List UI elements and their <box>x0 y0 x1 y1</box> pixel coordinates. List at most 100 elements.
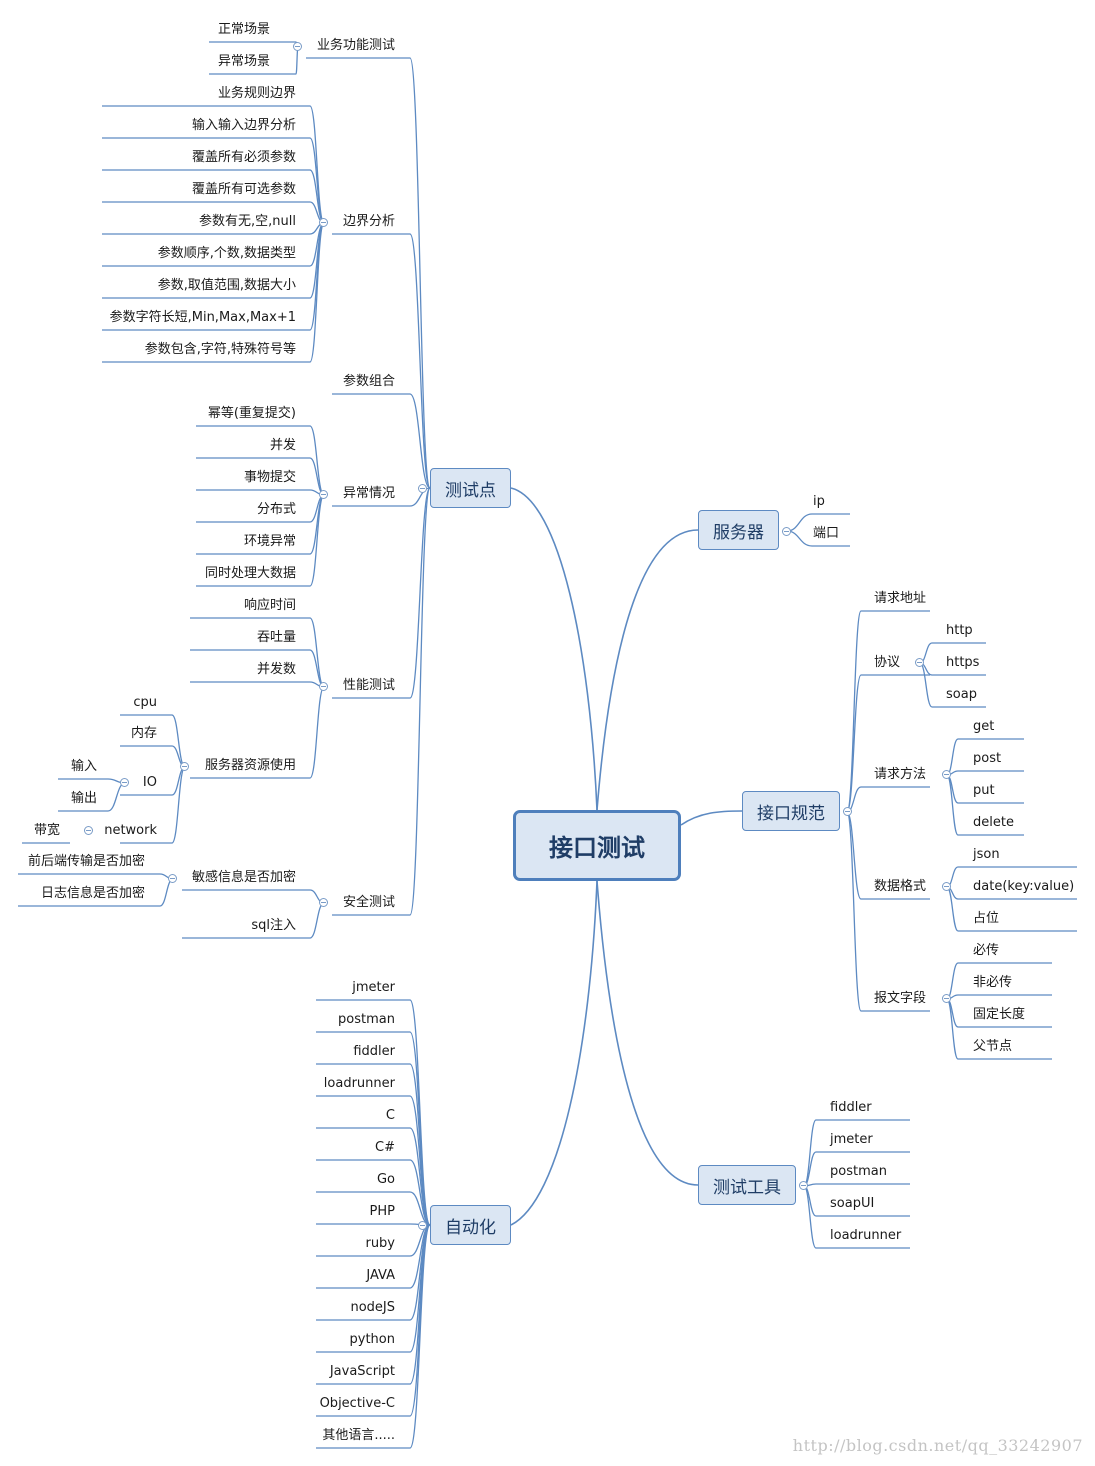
node-performance[interactable]: 性能测试 <box>342 678 395 693</box>
node-automation-child[interactable]: PHP <box>369 1204 395 1219</box>
node-exception-child[interactable]: 环境异常 <box>243 534 296 549</box>
node-server-child[interactable]: 端口 <box>813 526 840 541</box>
node-performance-child[interactable]: 并发数 <box>256 662 296 677</box>
node-format-child[interactable]: json <box>973 847 1000 862</box>
node-boundary-child[interactable]: 业务规则边界 <box>217 86 296 101</box>
node-boundary-child[interactable]: 覆盖所有可选参数 <box>191 182 296 197</box>
collapse-toggle-icon[interactable] <box>319 490 328 499</box>
collapse-toggle-icon[interactable] <box>293 42 302 51</box>
node-protocol-child[interactable]: http <box>946 623 973 638</box>
collapse-toggle-icon[interactable] <box>418 484 427 493</box>
node-automation-child[interactable]: postman <box>338 1012 395 1027</box>
node-io[interactable]: IO <box>142 775 157 790</box>
node-automation-child[interactable]: jmeter <box>352 980 395 995</box>
node-boundary[interactable]: 边界分析 <box>342 214 395 229</box>
collapse-toggle-icon[interactable] <box>418 1221 427 1230</box>
node-format-child[interactable]: date(key:value) <box>973 879 1075 894</box>
node-exception-child[interactable]: 同时处理大数据 <box>204 566 296 581</box>
node-cpu[interactable]: cpu <box>133 695 157 710</box>
node-tools-child[interactable]: jmeter <box>830 1132 873 1147</box>
topic-test-points[interactable]: 测试点 <box>430 468 511 508</box>
node-performance-child[interactable]: 吞吐量 <box>256 630 296 645</box>
node-exception-child[interactable]: 事物提交 <box>243 470 296 485</box>
topic-automation[interactable]: 自动化 <box>430 1205 511 1245</box>
node-fields-child[interactable]: 必传 <box>973 943 1000 958</box>
collapse-toggle-icon[interactable] <box>799 1181 808 1190</box>
node-automation-child[interactable]: loadrunner <box>323 1076 395 1091</box>
node-io-child[interactable]: 输入 <box>70 759 97 774</box>
node-fields[interactable]: 报文字段 <box>874 991 927 1006</box>
node-tools-child[interactable]: fiddler <box>830 1100 872 1115</box>
node-exception-child[interactable]: 并发 <box>269 438 296 453</box>
node-automation-child[interactable]: Objective-C <box>319 1396 395 1411</box>
node-sensitive-child[interactable]: 日志信息是否加密 <box>40 886 145 901</box>
collapse-toggle-icon[interactable] <box>120 778 129 787</box>
topic-spec[interactable]: 接口规范 <box>742 791 840 831</box>
node-automation-child[interactable]: C <box>385 1108 395 1123</box>
node-automation-child[interactable]: python <box>349 1332 395 1347</box>
node-automation-child[interactable]: JavaScript <box>329 1364 395 1379</box>
topic-tools[interactable]: 测试工具 <box>698 1165 796 1205</box>
collapse-toggle-icon[interactable] <box>942 882 951 891</box>
node-bandwidth[interactable]: 带宽 <box>33 823 60 838</box>
node-business-child[interactable]: 正常场景 <box>217 22 270 37</box>
topic-server[interactable]: 服务器 <box>698 510 779 550</box>
node-performance-child[interactable]: 响应时间 <box>243 598 296 613</box>
node-method-child[interactable]: delete <box>973 815 1014 830</box>
node-tools-child[interactable]: soapUI <box>830 1196 875 1211</box>
node-protocol[interactable]: 协议 <box>874 655 901 670</box>
node-boundary-child[interactable]: 参数包含,字符,特殊符号等 <box>144 342 296 357</box>
node-memory[interactable]: 内存 <box>130 726 157 741</box>
node-fields-child[interactable]: 父节点 <box>973 1039 1013 1054</box>
node-sensitive[interactable]: 敏感信息是否加密 <box>191 870 296 885</box>
collapse-toggle-icon[interactable] <box>843 807 852 816</box>
node-boundary-child[interactable]: 覆盖所有必须参数 <box>191 150 296 165</box>
collapse-toggle-icon[interactable] <box>319 898 328 907</box>
node-boundary-child[interactable]: 参数字符长短,Min,Max,Max+1 <box>109 310 296 325</box>
node-fields-child[interactable]: 非必传 <box>973 975 1013 990</box>
node-tools-child[interactable]: postman <box>830 1164 887 1179</box>
node-automation-child[interactable]: 其他语言..... <box>322 1428 395 1443</box>
node-boundary-child[interactable]: 输入输入边界分析 <box>191 118 296 133</box>
node-automation-child[interactable]: nodeJS <box>350 1300 395 1315</box>
node-address[interactable]: 请求地址 <box>874 591 927 606</box>
collapse-toggle-icon[interactable] <box>84 826 93 835</box>
collapse-toggle-icon[interactable] <box>915 658 924 667</box>
collapse-toggle-icon[interactable] <box>180 762 189 771</box>
node-io-child[interactable]: 输出 <box>70 791 97 806</box>
node-automation-child[interactable]: Go <box>376 1172 395 1187</box>
node-network[interactable]: network <box>104 823 157 838</box>
node-combination[interactable]: 参数组合 <box>342 374 395 389</box>
node-sensitive-child[interactable]: 前后端传输是否加密 <box>27 854 145 869</box>
collapse-toggle-icon[interactable] <box>319 218 328 227</box>
node-business-child[interactable]: 异常场景 <box>217 54 270 69</box>
node-exception-child[interactable]: 分布式 <box>256 502 296 517</box>
node-method-child[interactable]: post <box>973 751 1002 766</box>
collapse-toggle-icon[interactable] <box>942 770 951 779</box>
root-node[interactable]: 接口测试 <box>513 810 681 881</box>
node-fields-child[interactable]: 固定长度 <box>973 1007 1026 1022</box>
node-server-child[interactable]: ip <box>813 494 825 509</box>
collapse-toggle-icon[interactable] <box>319 682 328 691</box>
node-method-child[interactable]: get <box>973 719 995 734</box>
node-security[interactable]: 安全测试 <box>342 895 395 910</box>
node-business[interactable]: 业务功能测试 <box>316 38 395 53</box>
node-sql-injection[interactable]: sql注入 <box>251 918 296 933</box>
collapse-toggle-icon[interactable] <box>168 874 177 883</box>
node-protocol-child[interactable]: soap <box>946 687 977 702</box>
collapse-toggle-icon[interactable] <box>942 994 951 1003</box>
node-format[interactable]: 数据格式 <box>874 879 927 894</box>
node-tools-child[interactable]: loadrunner <box>830 1228 902 1243</box>
node-boundary-child[interactable]: 参数,取值范围,数据大小 <box>157 278 296 293</box>
node-exception-child[interactable]: 幂等(重复提交) <box>207 406 296 421</box>
node-automation-child[interactable]: ruby <box>365 1236 395 1251</box>
node-boundary-child[interactable]: 参数顺序,个数,数据类型 <box>157 246 296 261</box>
node-automation-child[interactable]: JAVA <box>366 1268 395 1283</box>
node-boundary-child[interactable]: 参数有无,空,null <box>199 214 296 229</box>
node-format-child[interactable]: 占位 <box>973 911 1000 926</box>
node-automation-child[interactable]: fiddler <box>353 1044 395 1059</box>
collapse-toggle-icon[interactable] <box>782 527 791 536</box>
node-method-child[interactable]: put <box>973 783 995 798</box>
node-protocol-child[interactable]: https <box>946 655 980 670</box>
node-automation-child[interactable]: C# <box>375 1140 395 1155</box>
